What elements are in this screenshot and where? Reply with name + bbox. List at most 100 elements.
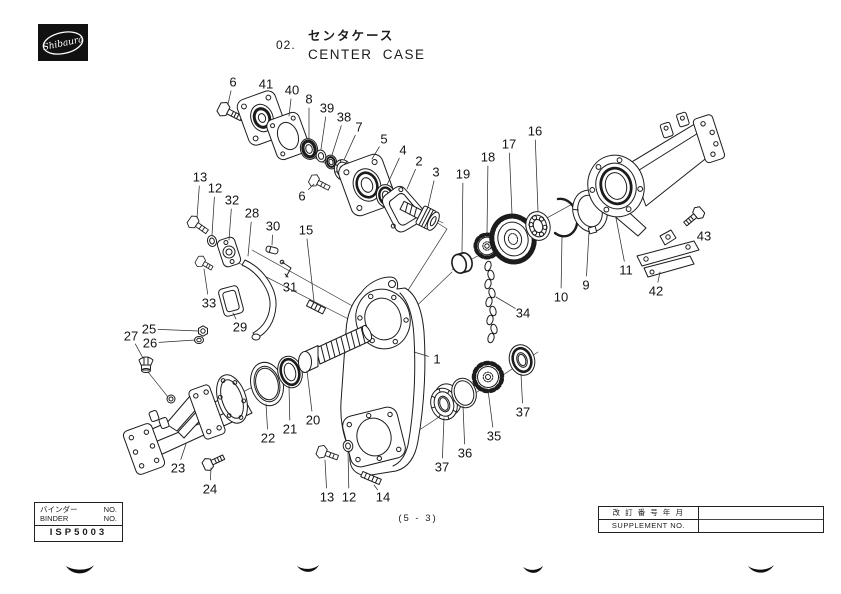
callout-leader-12 [211, 196, 215, 236]
part-bearing-37a [430, 383, 462, 421]
callout-leader-42 [657, 271, 661, 283]
callout-label-10: 10 [554, 290, 568, 305]
callout-label-15: 15 [299, 223, 313, 238]
part-nut-25 [198, 325, 208, 337]
callout-leader-14 [373, 484, 378, 491]
part-race-8 [299, 138, 319, 160]
callout-label-27: 27 [124, 329, 138, 344]
callout-label-13: 13 [320, 490, 334, 505]
callout-label-5: 5 [380, 132, 387, 147]
callout-label-39: 39 [320, 101, 334, 116]
callout-leader-20 [306, 370, 313, 412]
supplement-box: 改 訂 番 号 年 月 SUPPLEMENT NO. [598, 506, 824, 533]
case-bottom-opening [342, 406, 406, 468]
part-bolt-24 [201, 454, 226, 471]
callout-label-2: 2 [415, 154, 422, 169]
callout-leader-16 [534, 139, 539, 212]
callout-label-32: 32 [225, 193, 239, 208]
callout-leader-23 [180, 443, 187, 460]
part-chain-34 [484, 260, 498, 344]
callout-leader-5 [371, 146, 380, 160]
callout-leader-18 [486, 165, 489, 235]
callout-label-41: 41 [259, 77, 273, 92]
callout-leader-17 [509, 152, 513, 215]
callout-label-16: 16 [528, 124, 542, 139]
part-rear-housing-11 [587, 111, 726, 237]
callout-label-7: 7 [355, 120, 362, 135]
callout-label-36: 36 [458, 446, 472, 461]
part-retainer-32 [216, 236, 242, 268]
part-pin-15 [306, 299, 326, 315]
part-bracket-42 [636, 229, 700, 278]
supplement-value-bottom [699, 520, 823, 533]
callout-label-25: 25 [142, 322, 156, 337]
callout-label-6: 6 [229, 75, 236, 90]
part-bearing-16 [525, 211, 551, 241]
part-bolt-6a [216, 102, 243, 122]
callout-leader-11 [615, 217, 625, 262]
callout-leader-28 [247, 221, 252, 257]
binder-labels: バインダー NO. BINDER NO. [35, 503, 122, 526]
part-bolt-43 [683, 206, 706, 227]
callout-leader-40 [288, 98, 292, 117]
callout-label-6: 6 [298, 189, 305, 204]
callout-leader-10 [560, 236, 563, 289]
binder-label-en-no: NO. [103, 514, 117, 524]
part-axle-housing-23 [122, 374, 253, 475]
callout-leader-21 [288, 385, 291, 421]
callout-label-1: 1 [433, 352, 440, 367]
binder-label-ja: バインダー [40, 505, 78, 514]
callout-leader-15 [306, 238, 315, 302]
callout-label-21: 21 [283, 422, 297, 437]
part-bolt-6b [308, 174, 331, 191]
callout-leader-37 [520, 373, 523, 404]
callout-leader-2 [406, 168, 416, 190]
section-number: 02. [276, 38, 296, 52]
page-number: (5 - 3) [398, 513, 438, 524]
callout-label-20: 20 [306, 413, 320, 428]
part-ring-38 [324, 154, 338, 170]
callout-label-40: 40 [285, 83, 299, 98]
part-sprocket-35 [471, 360, 505, 394]
callout-leader-9 [586, 231, 590, 277]
callout-leader-29 [232, 312, 237, 320]
part-bushing-19 [451, 252, 473, 274]
callout-label-43: 43 [697, 229, 711, 244]
callout-label-33: 33 [202, 296, 216, 311]
callout-leader-34 [495, 296, 516, 309]
callout-leader-19 [461, 182, 464, 253]
shibaura-logo: Shibaura [38, 24, 88, 61]
callout-label-28: 28 [245, 206, 259, 221]
callout-label-12: 12 [208, 181, 222, 196]
callout-leader-25 [157, 329, 200, 332]
part-bolt-33 [194, 255, 214, 271]
part-gear-shaft-3 [399, 200, 440, 231]
part-cotter-pin-31 [279, 259, 292, 278]
part-ring-36 [451, 377, 477, 409]
part-bearing-37b [508, 344, 536, 376]
callout-leader-1 [413, 351, 429, 357]
callout-leader-27 [134, 343, 144, 359]
callout-label-35: 35 [487, 429, 501, 444]
binder-number-box: バインダー NO. BINDER NO. ISP5003 [34, 502, 123, 542]
callout-leader-13 [196, 185, 200, 219]
callout-leader-22 [265, 403, 268, 430]
callout-label-37: 37 [435, 460, 449, 475]
callout-label-38: 38 [337, 110, 351, 125]
callout-label-31: 31 [283, 280, 297, 295]
part-bevel-gear-17 [489, 213, 537, 265]
callout-leader-3 [427, 180, 435, 208]
callout-label-23: 23 [171, 461, 185, 476]
callout-label-30: 30 [266, 219, 280, 234]
callout-leader-7 [343, 134, 356, 161]
binder-label-en: BINDER [40, 514, 69, 524]
callout-label-42: 42 [649, 284, 663, 299]
callout-leader-30 [271, 234, 273, 246]
part-stud-14 [360, 471, 382, 485]
binder-number-value: ISP5003 [49, 527, 108, 538]
part-axle-shaft-20 [298, 324, 373, 373]
callout-label-19: 19 [456, 167, 470, 182]
